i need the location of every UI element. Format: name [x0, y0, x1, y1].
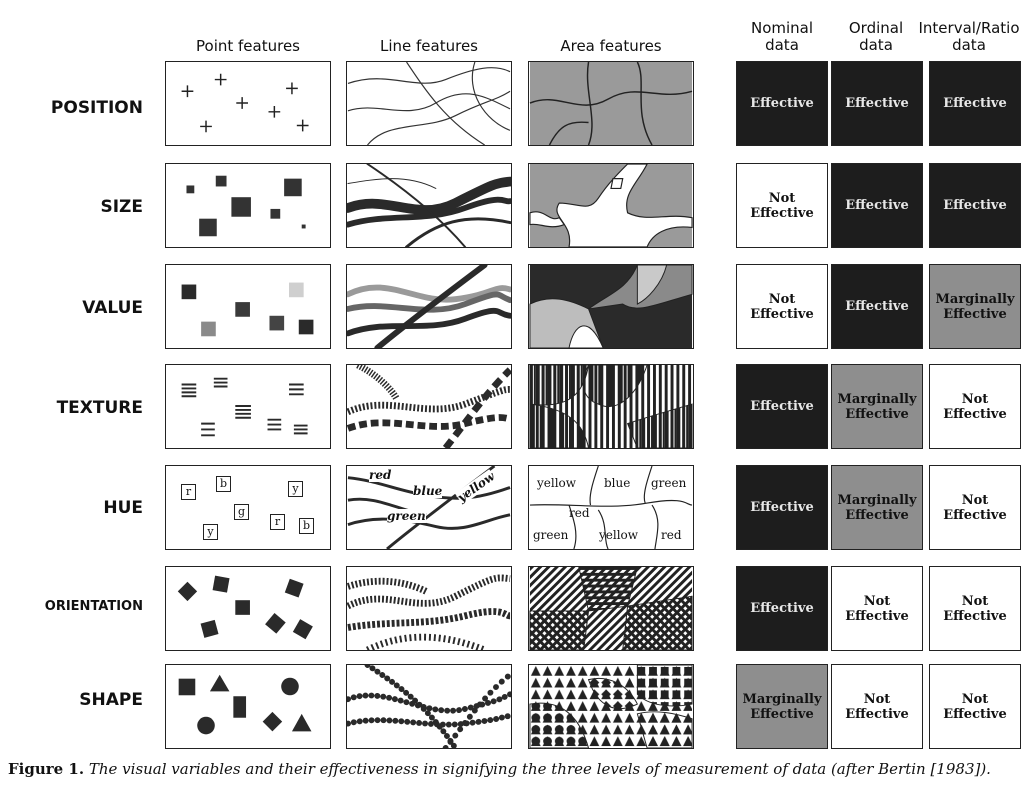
texture-area-thumbnail [528, 364, 694, 449]
effectiveness-cell-orientation-nominal: Effective [736, 566, 828, 651]
effectiveness-cell-hue-interval-ratio: Not Effective [929, 465, 1021, 550]
effectiveness-cell-position-interval-ratio: Effective [929, 61, 1021, 146]
hue-line-label-red: red [369, 468, 392, 482]
effectiveness-cell-hue-nominal: Effective [736, 465, 828, 550]
effectiveness-cell-position-nominal: Effective [736, 61, 828, 146]
shape-area-thumbnail [528, 664, 694, 749]
texture-line-thumbnail [346, 364, 512, 449]
effectiveness-cell-size-nominal: Not Effective [736, 163, 828, 248]
orientation-line-thumbnail [346, 566, 512, 651]
orientation-point-thumbnail [165, 566, 331, 651]
effectiveness-cell-texture-nominal: Effective [736, 364, 828, 449]
effectiveness-cell-texture-ordinal: Marginally Effective [831, 364, 923, 449]
header-interval-ratio-data: Interval/Ratio data [918, 19, 1020, 54]
effectiveness-cell-shape-interval-ratio: Not Effective [929, 664, 1021, 749]
position-point-thumbnail [165, 61, 331, 146]
hue-line-label-green: green [387, 509, 426, 523]
position-area-thumbnail [528, 61, 694, 146]
hue-point-thumbnail: r b y g y r b [165, 465, 331, 550]
row-label-hue: HUE [103, 498, 143, 518]
effectiveness-cell-position-ordinal: Effective [831, 61, 923, 146]
hue-line-thumbnail: red blue yellow green [346, 465, 512, 550]
hue-area-label-blue: blue [604, 476, 631, 490]
effectiveness-cell-value-interval-ratio: Marginally Effective [929, 264, 1021, 349]
row-label-orientation: ORIENTATION [44, 599, 143, 614]
header-area-features: Area features [560, 37, 662, 55]
hue-letter-r1: r [181, 484, 196, 500]
shape-line-thumbnail [346, 664, 512, 749]
effectiveness-cell-hue-ordinal: Marginally Effective [831, 465, 923, 550]
effectiveness-cell-orientation-ordinal: Not Effective [831, 566, 923, 651]
figure-number: Figure 1. [8, 760, 85, 778]
hue-area-label-yellow1: yellow [537, 476, 577, 490]
effectiveness-cell-value-ordinal: Effective [831, 264, 923, 349]
size-area-thumbnail [528, 163, 694, 248]
hue-letter-y1: y [203, 524, 218, 540]
hue-area-label-red2: red [661, 528, 682, 542]
value-line-thumbnail [346, 264, 512, 349]
effectiveness-cell-shape-nominal: Marginally Effective [736, 664, 828, 749]
hue-letter-g: g [234, 504, 249, 520]
shape-point-thumbnail [165, 664, 331, 749]
hue-area-label-green1: green [651, 476, 687, 490]
hue-letter-b1: b [216, 476, 231, 492]
orientation-area-thumbnail [528, 566, 694, 651]
texture-point-thumbnail [165, 364, 331, 449]
value-area-thumbnail [528, 264, 694, 349]
header-point-features: Point features [196, 37, 300, 55]
hue-letter-r2: r [270, 514, 285, 530]
row-label-texture: TEXTURE [56, 398, 143, 418]
value-point-thumbnail [165, 264, 331, 349]
hue-area-label-green2: green [533, 528, 569, 542]
size-line-thumbnail [346, 163, 512, 248]
row-label-value: VALUE [82, 298, 143, 318]
position-line-thumbnail [346, 61, 512, 146]
row-label-position: POSITION [50, 98, 143, 118]
hue-area-label-yellow2: yellow [599, 528, 639, 542]
effectiveness-cell-shape-ordinal: Not Effective [831, 664, 923, 749]
figure-caption-text: The visual variables and their effective… [88, 760, 991, 778]
figure-caption: Figure 1. The visual variables and their… [8, 760, 1018, 778]
effectiveness-cell-orientation-interval-ratio: Not Effective [929, 566, 1021, 651]
row-label-shape: SHAPE [79, 690, 143, 710]
header-ordinal-data: Ordinal data [848, 19, 904, 54]
effectiveness-cell-value-nominal: Not Effective [736, 264, 828, 349]
hue-area-thumbnail: yellow blue green red green yellow red [528, 465, 694, 550]
hue-line-label-blue: blue [413, 484, 443, 498]
effectiveness-cell-size-ordinal: Effective [831, 163, 923, 248]
row-label-size: SIZE [100, 197, 143, 217]
effectiveness-cell-texture-interval-ratio: Not Effective [929, 364, 1021, 449]
size-point-thumbnail [165, 163, 331, 248]
effectiveness-cell-size-interval-ratio: Effective [929, 163, 1021, 248]
header-line-features: Line features [380, 37, 478, 55]
hue-letter-y2: y [288, 481, 303, 497]
header-nominal-data: Nominal data [750, 19, 814, 54]
hue-letter-b2: b [299, 518, 314, 534]
hue-area-label-red1: red [569, 506, 590, 520]
